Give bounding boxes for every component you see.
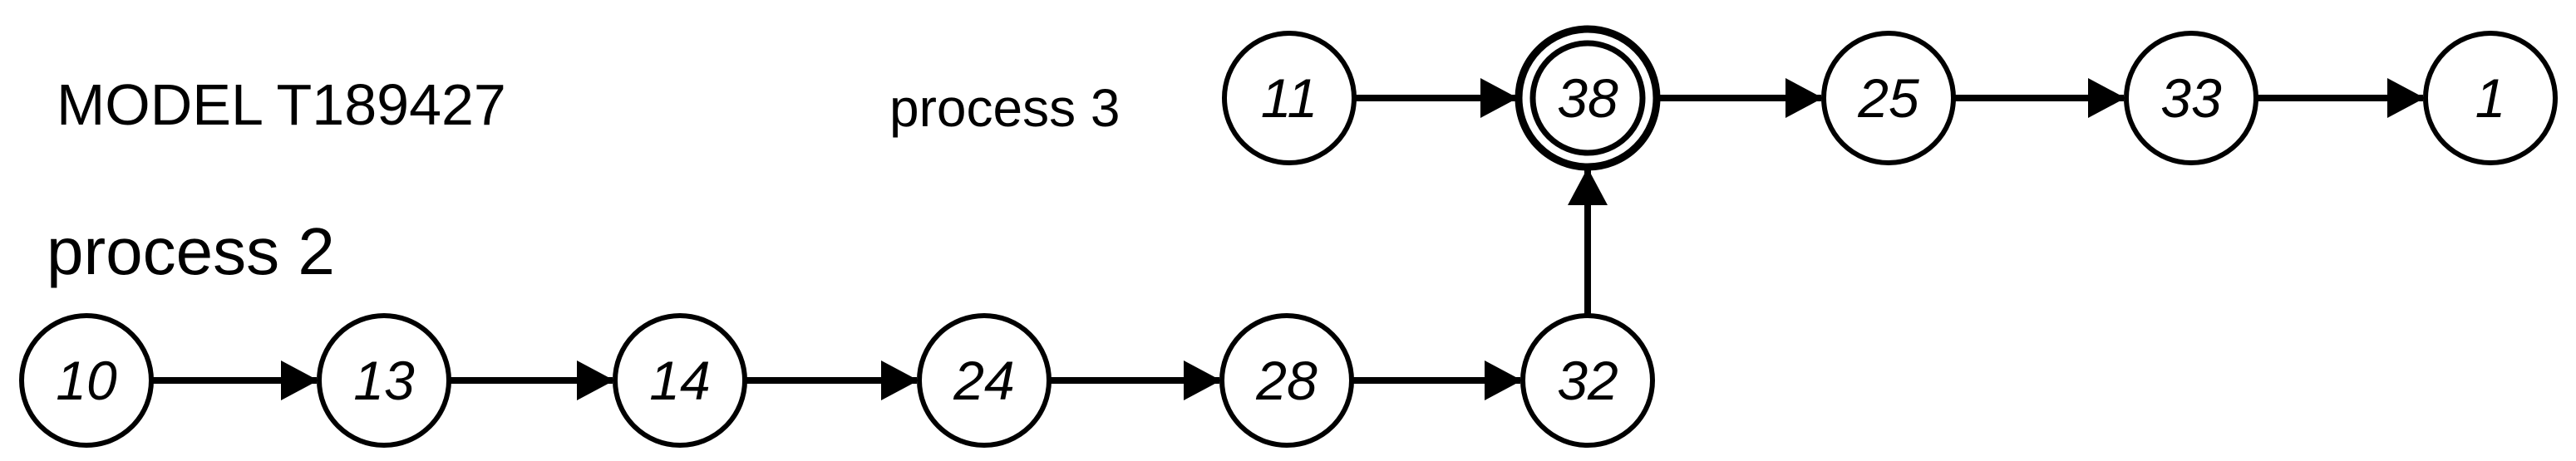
state-number: 25	[1857, 67, 1919, 129]
state-number: 13	[353, 350, 415, 411]
state-number: 14	[649, 350, 710, 411]
state-nodes: 10 13 14 24 28 32 11 38 25 33 1	[19, 25, 2558, 448]
state-node-14: 14	[613, 313, 747, 448]
state-circle	[1821, 31, 1956, 165]
process-2-label: process 2	[47, 214, 335, 288]
state-number: 24	[953, 350, 1014, 411]
state-node-25: 25	[1821, 31, 1956, 165]
state-circle	[1222, 31, 1357, 165]
state-node-10: 10	[19, 313, 154, 448]
process-3-label: process 3	[889, 78, 1120, 138]
state-number: 28	[1255, 350, 1318, 411]
state-node-1: 1	[2423, 31, 2558, 165]
state-circle	[19, 313, 154, 448]
state-node-28: 28	[1219, 313, 1354, 448]
state-circle	[1219, 313, 1354, 448]
state-node-24: 24	[917, 313, 1052, 448]
state-circle	[2124, 31, 2258, 165]
state-number: 10	[56, 350, 117, 411]
state-number: 11	[1261, 67, 1318, 129]
state-circle	[317, 313, 451, 448]
state-number: 1	[2475, 67, 2506, 129]
state-circle	[1520, 313, 1655, 448]
state-node-33: 33	[2124, 31, 2258, 165]
state-number: 38	[1557, 67, 1618, 129]
state-number: 32	[1557, 350, 1618, 411]
transition-edges	[153, 78, 2425, 400]
state-node-11: 11	[1222, 31, 1357, 165]
state-number: 33	[2160, 67, 2222, 129]
state-circle	[917, 313, 1052, 448]
state-node-38: 38	[1515, 25, 1661, 171]
accepting-state-inner-circle	[1529, 40, 1646, 156]
state-circle	[2423, 31, 2558, 165]
state-circle	[613, 313, 747, 448]
model-title: MODEL T189427	[57, 72, 506, 137]
state-node-32: 32	[1520, 313, 1655, 448]
state-node-13: 13	[317, 313, 451, 448]
